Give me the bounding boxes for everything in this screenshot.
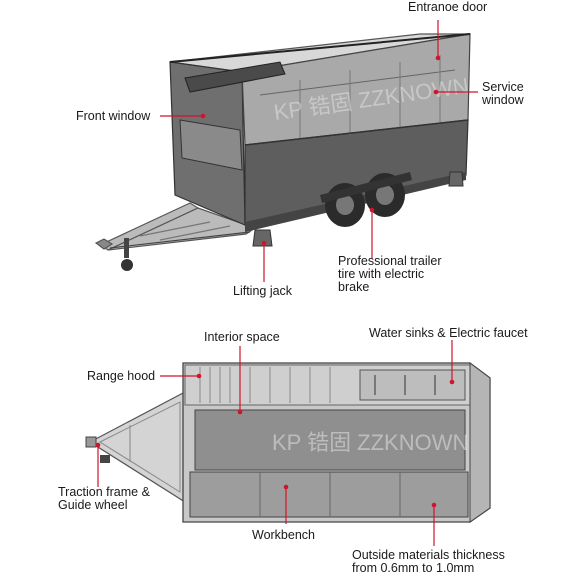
label-service-window-line2: window <box>482 93 524 107</box>
callout-dots-bottom <box>95 373 455 508</box>
label-traction-line1: Traction frame & <box>58 485 150 499</box>
label-tire-line1: Professional trailer <box>338 254 442 268</box>
label-interior-space: Interior space <box>204 330 280 344</box>
lifting-jacks-3d <box>252 171 464 247</box>
trailer-body-3d <box>169 33 471 232</box>
label-tire-line3: brake <box>338 280 370 294</box>
callout-lines-top <box>160 20 478 282</box>
callout-dots-top <box>200 55 441 246</box>
trailer-plan-illustration <box>85 362 491 523</box>
label-range-hood: Range hood <box>87 369 156 383</box>
trailer-tires-3d <box>320 172 412 227</box>
label-materials-line2: from 0.6mm to 1.0mm <box>352 561 475 575</box>
label-service-window-line1: Service <box>482 80 524 94</box>
label-tire-line2: tire with electric <box>338 267 425 281</box>
label-workbench: Workbench <box>252 528 315 542</box>
label-water-sinks: Water sinks & Electric faucet <box>369 326 528 340</box>
callout-lines-bottom <box>97 340 453 546</box>
label-traction-line2: Guide wheel <box>58 498 128 512</box>
label-front-window: Front window <box>76 109 151 123</box>
label-lifting-jack: Lifting jack <box>233 284 293 298</box>
guide-wheel-3d <box>121 238 133 271</box>
label-entrance-door: Entranoe door <box>408 0 488 14</box>
watermark-bottom: KP 锆固 ZZKNOWN <box>272 430 468 455</box>
label-materials-line1: Outside materials thickness <box>352 548 505 562</box>
